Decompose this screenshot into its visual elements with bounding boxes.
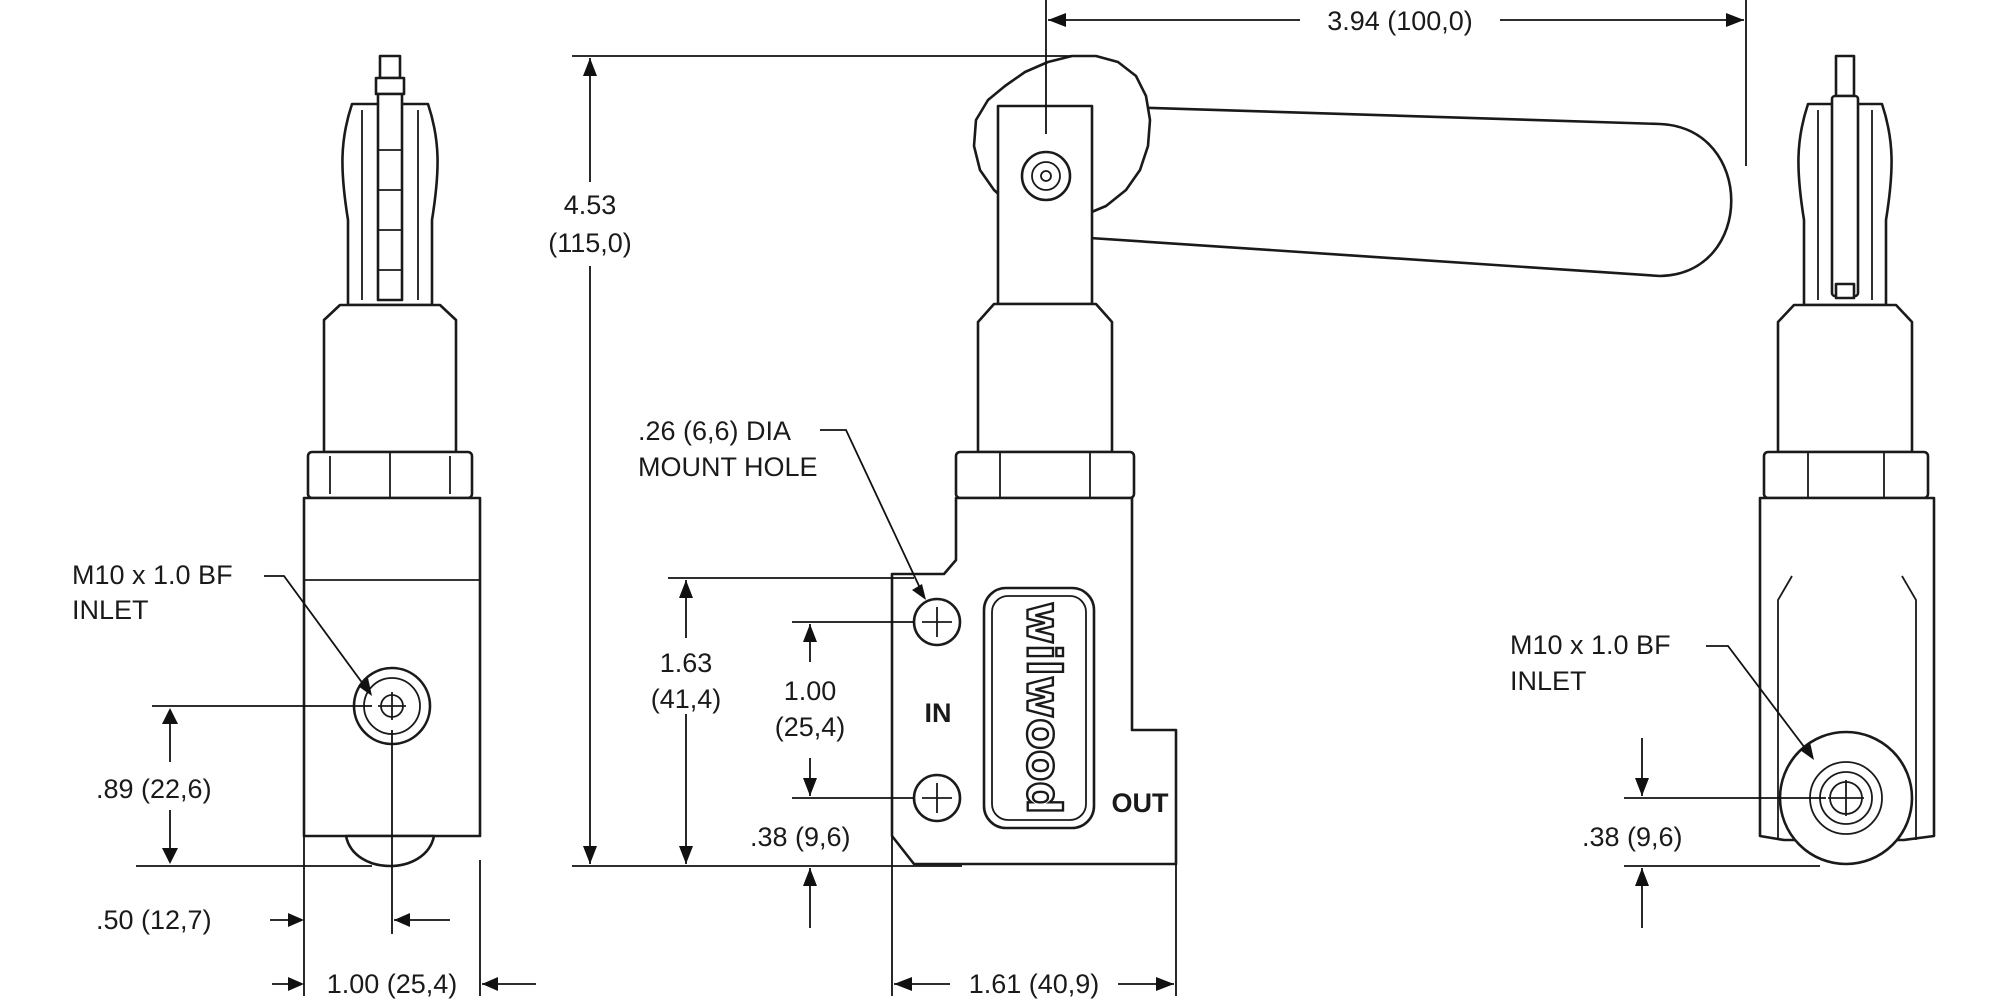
mount-hole-size-label: .26 (6,6) DIA	[638, 416, 791, 446]
left-thread-label: M10 x 1.0 BF	[72, 560, 233, 590]
total-height-mm-label: (115,0)	[548, 228, 632, 258]
left-inlet-label: INLET	[72, 595, 149, 625]
handle-length-label: 3.94 (100,0)	[1327, 6, 1473, 36]
center-dimensions	[572, 0, 1747, 996]
left-view	[302, 54, 482, 868]
right-view	[1758, 54, 1936, 866]
left-dimensions	[136, 575, 536, 996]
right-dimensions	[1624, 645, 1826, 928]
center-view	[890, 54, 1733, 866]
left-height-label: .89 (22,6)	[96, 774, 212, 804]
wilwood-logo: wilwood	[1017, 602, 1071, 815]
dimension-labels: M10 x 1.0 BF INLET .89 (22,6) .50 (12,7)…	[72, 6, 1683, 999]
block-height-mm-label: (41,4)	[651, 684, 722, 714]
left-width-label: 1.00 (25,4)	[327, 969, 458, 999]
mount-hole-label: MOUNT HOLE	[638, 452, 818, 482]
right-bottom-label: .38 (9,6)	[1582, 822, 1683, 852]
right-inlet-label: INLET	[1510, 666, 1587, 696]
left-offset-label: .50 (12,7)	[96, 905, 212, 935]
total-height-in-label: 4.53	[564, 190, 617, 220]
hole-spacing-mm-label: (25,4)	[775, 712, 846, 742]
block-height-in-label: 1.63	[660, 648, 713, 678]
center-bottom-label: .38 (9,6)	[750, 822, 851, 852]
port-out-label: OUT	[1112, 788, 1170, 818]
center-width-label: 1.61 (40,9)	[969, 969, 1100, 999]
hole-spacing-in-label: 1.00	[784, 676, 837, 706]
port-in-label: IN	[925, 698, 952, 728]
right-thread-label: M10 x 1.0 BF	[1510, 630, 1671, 660]
